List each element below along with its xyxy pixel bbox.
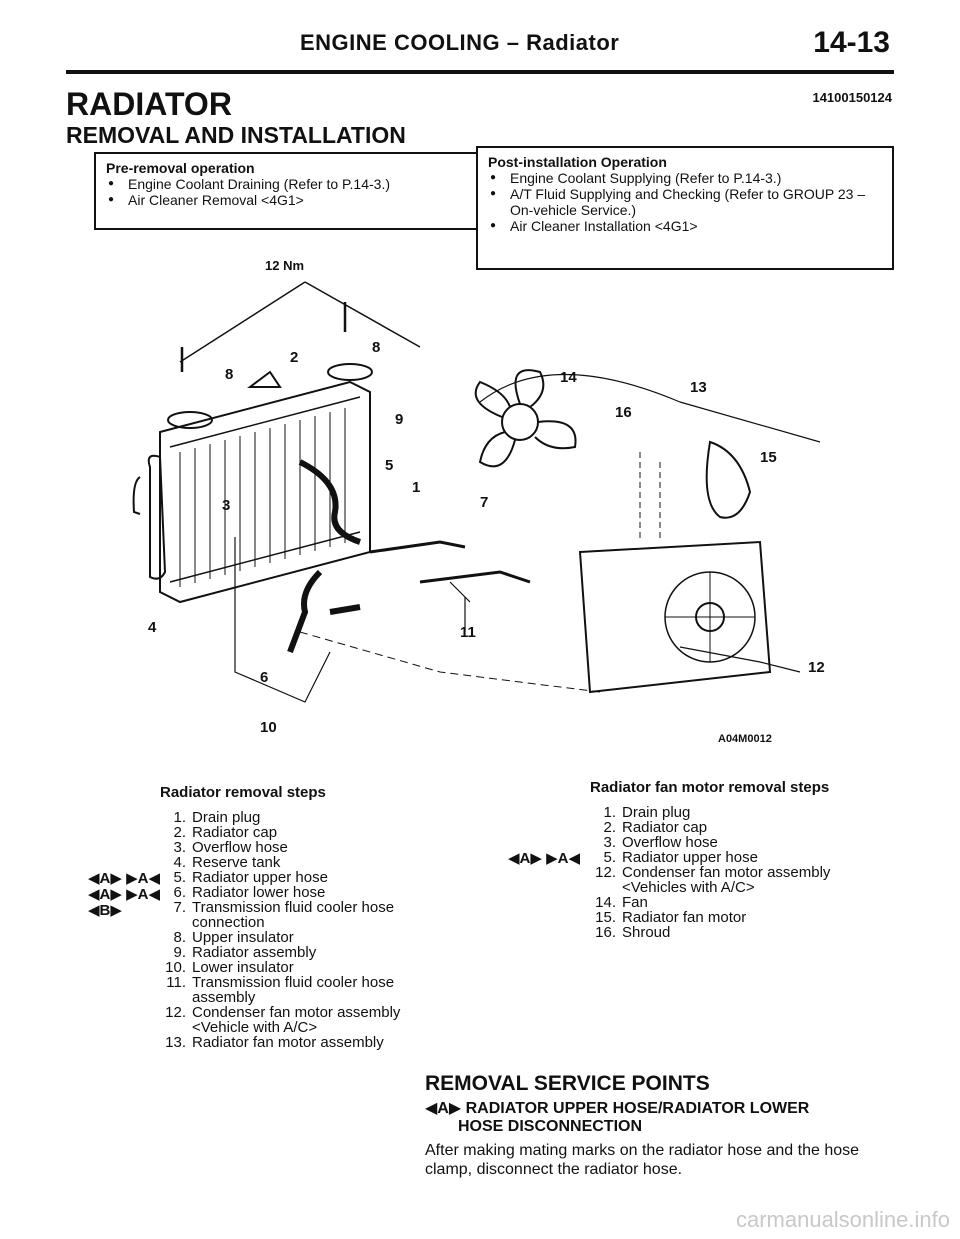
list-item: 7.Transmission fluid cooler hose [173, 899, 395, 916]
list-item: 12.Condenser fan motor assembly [165, 1004, 401, 1021]
callout-5: 5 [385, 457, 393, 474]
page-number: 14-13 [813, 26, 890, 59]
service-marker: ◀A▶ [425, 1100, 462, 1117]
pre-removal-title: Pre-removal operation [106, 160, 255, 176]
list-item: 10.Lower insulator [165, 959, 294, 976]
callout-2: 2 [290, 349, 298, 366]
radiator-removal-steps: Radiator removal steps 1.Drain plug 2.Ra… [160, 785, 460, 1050]
pre-removal-box: Pre-removal operation Engine Coolant Dra… [94, 152, 478, 230]
list-item: 16.Shroud [595, 924, 671, 941]
callout-8a: 8 [225, 366, 233, 383]
callout-13: 13 [690, 379, 707, 396]
list-item: 2.Radiator cap [603, 819, 708, 836]
figure-code: A04M0012 [718, 733, 772, 745]
callout-14: 14 [560, 369, 577, 386]
list-item: 12.Condenser fan motor assembly [595, 864, 831, 881]
fan-steps-title: Radiator fan motor removal steps [590, 779, 830, 796]
callout-9: 9 [395, 411, 403, 428]
list-item: 3.Overflow hose [173, 839, 288, 856]
list-item: 13.Radiator fan motor assembly [165, 1034, 384, 1051]
post-installation-item: Engine Coolant Supplying (Refer to P.14-… [488, 170, 882, 186]
radiator-steps-title: Radiator removal steps [160, 784, 326, 801]
list-item: 11.Transmission fluid cooler hose [166, 974, 395, 991]
step-marker: ◀B▶ [88, 902, 122, 919]
service-subtitle-line1: RADIATOR UPPER HOSE/RADIATOR LOWER [465, 1100, 810, 1117]
pre-removal-item: Air Cleaner Removal <4G1> [106, 192, 466, 208]
list-item: 1.Drain plug [603, 804, 691, 821]
post-installation-box: Post-installation Operation Engine Coola… [476, 146, 894, 270]
list-item: 5.Radiator upper hose [173, 869, 328, 886]
callout-1: 1 [412, 479, 420, 496]
radiator-exploded-diagram: 12 Nm 1 2 3 4 5 6 7 8 8 9 10 11 12 13 14… [132, 258, 825, 745]
list-item: 8.Upper insulator [173, 929, 294, 946]
step-marker: ◀A▶ ▶A◀ [508, 850, 580, 867]
callout-15: 15 [760, 449, 777, 466]
list-item: 2.Radiator cap [173, 824, 278, 841]
service-subtitle: ◀A▶ RADIATOR UPPER HOSE/RADIATOR LOWER H… [425, 1100, 809, 1136]
callout-11: 11 [460, 624, 476, 641]
post-installation-item: Air Cleaner Installation <4G1> [488, 218, 882, 234]
torque-label: 12 Nm [265, 258, 304, 273]
callout-8b: 8 [372, 339, 380, 356]
list-item: 15.Radiator fan motor [595, 909, 747, 926]
callout-12: 12 [808, 659, 825, 676]
list-item: 3.Overflow hose [603, 834, 718, 851]
list-item-continuation: <Vehicle with A/C> [192, 1019, 318, 1036]
watermark: carmanualsonline.info [735, 1207, 950, 1232]
document-code: 14100150124 [812, 90, 892, 105]
list-item: 1.Drain plug [173, 809, 261, 826]
callout-4: 4 [148, 619, 157, 636]
list-item: 9.Radiator assembly [173, 944, 317, 961]
callout-3: 3 [222, 497, 230, 514]
post-installation-item: A/T Fluid Supplying and Checking (Refer … [488, 186, 882, 218]
section-title: RADIATOR [66, 86, 232, 122]
fan-motor-removal-steps: Radiator fan motor removal steps 1.Drain… [590, 780, 890, 940]
list-item: 5.Radiator upper hose [603, 849, 758, 866]
post-installation-title: Post-installation Operation [488, 154, 667, 170]
subsection-title: REMOVAL AND INSTALLATION [66, 122, 406, 148]
header-title: ENGINE COOLING – Radiator [300, 30, 620, 55]
callout-6: 6 [260, 669, 268, 686]
list-item: 6.Radiator lower hose [173, 884, 326, 901]
header-rule [66, 70, 894, 74]
step-marker: ◀A▶ ▶A◀ [88, 886, 160, 903]
callout-16: 16 [615, 404, 632, 421]
step-marker: ◀A▶ ▶A◀ [88, 870, 160, 887]
list-item-continuation: assembly [192, 989, 256, 1006]
service-subtitle-line2: HOSE DISCONNECTION [458, 1118, 643, 1135]
callout-10: 10 [260, 719, 277, 736]
list-item: 14.Fan [595, 894, 648, 911]
list-item: 4.Reserve tank [173, 854, 281, 871]
list-item-continuation: <Vehicles with A/C> [622, 879, 755, 896]
service-points-title: REMOVAL SERVICE POINTS [425, 1072, 710, 1095]
callout-7: 7 [480, 494, 488, 511]
service-body-text: After making mating marks on the radiato… [425, 1142, 860, 1178]
list-item-continuation: connection [192, 914, 265, 931]
pre-removal-item: Engine Coolant Draining (Refer to P.14-3… [106, 176, 466, 192]
